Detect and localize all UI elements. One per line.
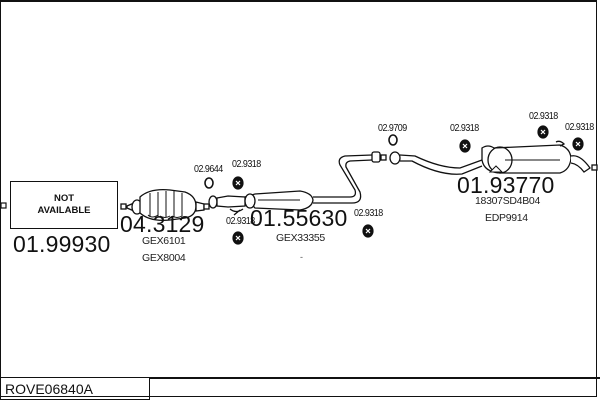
o-ring-icon[interactable] <box>204 177 214 189</box>
rear-silencer-icon[interactable] <box>389 140 598 175</box>
rubber-hanger-icon[interactable] <box>459 139 471 153</box>
not-available-box[interactable]: NOT AVAILABLE <box>10 181 118 229</box>
fitting-label[interactable]: 02.9318 <box>232 158 261 170</box>
part-number-rear-silencer[interactable]: 01.93770 <box>457 172 555 198</box>
rubber-hanger-icon[interactable] <box>362 224 374 238</box>
code-box-divider <box>150 377 600 379</box>
fitting-label[interactable]: 02.9709 <box>378 122 407 134</box>
ref-rear-silencer-1: 18307SD4B04 <box>475 195 541 207</box>
not-available-line1: NOT <box>53 193 75 205</box>
centre-silencer-icon[interactable] <box>243 151 387 211</box>
rubber-hanger-icon[interactable] <box>232 231 244 245</box>
stray-mark: - <box>300 252 303 262</box>
connector-square-left <box>0 202 7 209</box>
part-number-catalyst[interactable]: 04.3129 <box>120 211 205 237</box>
front-pipe-icon[interactable] <box>208 195 246 216</box>
ref-catalyst-2: GEX8004 <box>142 252 186 264</box>
catalytic-converter-icon[interactable] <box>120 189 210 221</box>
ref-catalyst-1: GEX6101 <box>142 235 186 247</box>
part-number-unavailable[interactable]: 01.99930 <box>13 231 111 257</box>
diagram-code: ROVE06840A <box>5 381 93 397</box>
fitting-label[interactable]: 02.9318 <box>450 122 479 134</box>
ref-rear-silencer-2: EDP9914 <box>485 212 528 224</box>
rubber-hanger-icon[interactable] <box>232 176 244 190</box>
rubber-hanger-icon[interactable] <box>537 125 549 139</box>
not-available-line2: AVAILABLE <box>37 205 91 216</box>
fitting-label[interactable]: 02.9318 <box>354 207 383 219</box>
fitting-label[interactable]: 02.9318 <box>529 110 558 122</box>
fitting-label[interactable]: 02.9318 <box>565 121 594 133</box>
diagram-code-box: ROVE06840A <box>0 377 150 400</box>
rubber-hanger-icon[interactable] <box>572 137 584 151</box>
o-ring-icon[interactable] <box>388 134 398 146</box>
part-number-centre-silencer[interactable]: 01.55630 <box>250 205 348 231</box>
ref-centre-silencer-1: GEX33355 <box>276 232 325 244</box>
fitting-label[interactable]: 02.9644 <box>194 163 223 175</box>
fitting-label[interactable]: 02.9318 <box>226 215 255 227</box>
